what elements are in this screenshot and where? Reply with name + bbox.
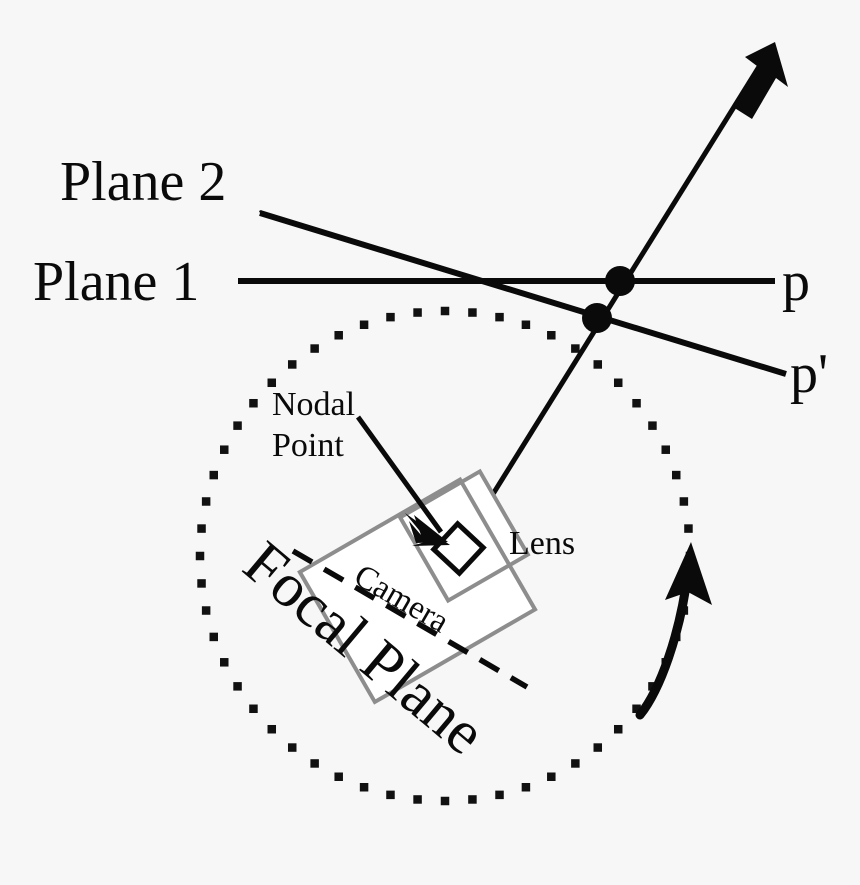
orbit-dot xyxy=(468,308,477,317)
orbit-dot xyxy=(233,421,242,430)
orbit-dot xyxy=(209,470,218,480)
orbit-dot xyxy=(197,524,206,533)
orbit-dot xyxy=(201,497,211,506)
nodal-point-diamond xyxy=(430,520,487,577)
orbit-dot xyxy=(249,398,258,408)
orbit-dot xyxy=(287,743,297,752)
orbit-dot xyxy=(679,497,689,506)
ray-arrow-head xyxy=(733,42,788,119)
focal-plane-dashed-line xyxy=(291,548,529,690)
orbit-dot xyxy=(661,445,670,454)
orbit-dot xyxy=(386,790,395,800)
orbit-dot xyxy=(632,704,641,714)
orbit-dot xyxy=(613,724,623,734)
orbit-dot xyxy=(495,790,504,800)
orbit-dot xyxy=(197,579,206,588)
rotation-arrow-head xyxy=(665,542,712,605)
orbit-dot xyxy=(220,445,229,454)
nodal-point-leader-line xyxy=(355,415,444,534)
orbit-dot xyxy=(632,398,641,408)
intersection-dot-p xyxy=(605,266,635,296)
orbit-dot xyxy=(593,743,603,752)
orbit-dot xyxy=(648,421,657,430)
lens-label: Lens xyxy=(509,525,575,562)
orbit-dot xyxy=(359,783,369,792)
plane-2-leader-line xyxy=(258,209,264,216)
orbit-dot xyxy=(233,682,242,691)
nodal-point-label-line-1: Nodal xyxy=(272,386,355,423)
orbit-dot xyxy=(310,759,319,768)
orbit-dot xyxy=(440,306,450,316)
p-prime-label: p' xyxy=(790,343,828,405)
orbit-dot xyxy=(468,795,477,804)
orbit-dot xyxy=(547,772,556,781)
light-ray-line xyxy=(457,60,765,549)
orbit-dot xyxy=(334,772,343,781)
orbit-dot xyxy=(209,632,218,642)
orbit-dot xyxy=(287,360,297,369)
orbit-dot xyxy=(571,759,580,768)
orbit-dot xyxy=(386,312,395,322)
orbit-dot xyxy=(571,344,580,353)
camera-body-outline xyxy=(297,476,538,705)
orbit-dot xyxy=(413,308,422,317)
p-label: p xyxy=(782,251,810,313)
orbit-dot xyxy=(672,470,681,480)
orbit-dot xyxy=(267,378,277,388)
orbit-dot xyxy=(413,795,422,804)
orbit-dot xyxy=(334,331,343,340)
orbit-dot xyxy=(593,360,603,369)
nodal-point-arrow-head xyxy=(409,515,448,543)
rotation-arrow-shaft xyxy=(635,567,693,720)
plane-2-line xyxy=(259,210,787,377)
plane-1-label: Plane 1 xyxy=(33,251,199,313)
orbit-dot xyxy=(267,724,277,734)
orbit-dot xyxy=(201,606,211,615)
orbit-dot xyxy=(613,378,623,388)
orbit-dot xyxy=(220,658,229,667)
orbit-dot xyxy=(521,320,531,329)
orbit-dot xyxy=(359,320,369,329)
intersection-dot-p-prime xyxy=(582,303,612,333)
orbit-dot xyxy=(547,331,556,340)
orbit-dot xyxy=(249,704,258,714)
plane-2-label: Plane 2 xyxy=(60,151,226,213)
orbit-dot xyxy=(684,524,693,533)
nodal-point-label-line-2: Point xyxy=(272,427,344,464)
orbit-dot xyxy=(195,551,205,561)
orbit-dot xyxy=(440,796,450,806)
orbit-dot xyxy=(521,783,531,792)
lens-housing-outline xyxy=(397,468,531,604)
nodal-point-arrow-head-2 xyxy=(405,513,450,546)
orbit-dot xyxy=(495,312,504,322)
orbit-dot xyxy=(310,344,319,353)
